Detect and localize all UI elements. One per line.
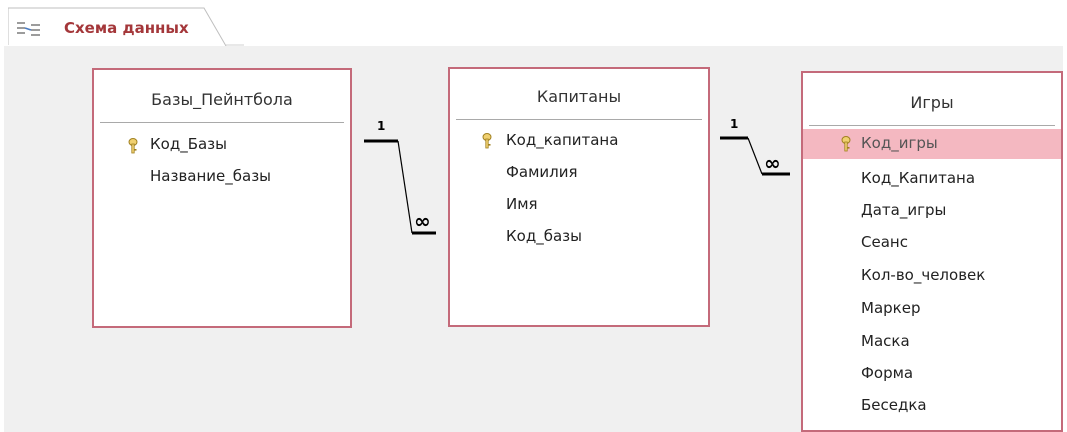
tab-outline [8,7,244,46]
table-igry[interactable]: Игры Код_игры Код_Капитана Дата_игры Сеа… [801,71,1063,432]
field-list-item[interactable]: Сеанс [861,233,908,251]
relationship-one-label: 1 [377,119,385,133]
table-title[interactable]: Базы_Пейнтбола [151,90,293,109]
field-list-item[interactable]: Фамилия [506,163,578,181]
table-title[interactable]: Капитаны [536,87,622,106]
relationship-lines: 1 ∞ 1 ∞ [364,117,790,235]
relationship-bazy-kapitany[interactable]: 1 ∞ [364,119,436,235]
field-list-item[interactable]: Код_Базы [150,135,227,153]
relationship-many-label: ∞ [414,209,431,233]
field-list-item[interactable]: Код_Капитана [861,169,976,187]
primary-key-icon [482,133,492,149]
field-list-item[interactable]: Код_игры [861,134,938,152]
field-list-item[interactable]: Название_базы [150,167,272,185]
field-list-item[interactable]: Код_базы [506,227,582,245]
table-kapitany[interactable]: Капитаны Код_капитана Фамилия Имя Код_ба… [448,67,710,327]
field-list-item[interactable]: Маркер [861,299,921,317]
relationships-canvas[interactable]: Базы_Пейнтбола Код_Базы Название_базы Ка… [4,46,1063,432]
table-header-divider [100,122,344,123]
table-title[interactable]: Игры [910,93,954,112]
field-list-item[interactable]: Кол-во_человек [861,266,986,284]
field-list-item[interactable]: Код_капитана [506,131,619,149]
relationship-one-label: 1 [730,117,738,131]
table-header-divider [456,119,702,120]
relationships-icon [17,22,40,36]
table-header-divider [809,125,1055,126]
tab-data-schema[interactable]: Схема данных [8,6,244,46]
primary-key-icon [128,138,138,154]
table-bazy-peintbola[interactable]: Базы_Пейнтбола Код_Базы Название_базы [92,68,352,328]
field-list-item[interactable]: Маска [861,332,910,350]
relationship-kapitany-igry[interactable]: 1 ∞ [720,117,790,176]
field-list-item[interactable]: Имя [506,195,538,213]
relationship-many-label: ∞ [764,151,781,175]
tab-label[interactable]: Схема данных [64,19,189,37]
document-tab-bar: Схема данных [0,0,1067,46]
primary-key-icon [841,136,851,152]
field-list-item[interactable]: Форма [861,364,914,382]
field-list-item[interactable]: Дата_игры [861,201,947,219]
field-list-item[interactable]: Беседка [861,396,927,414]
